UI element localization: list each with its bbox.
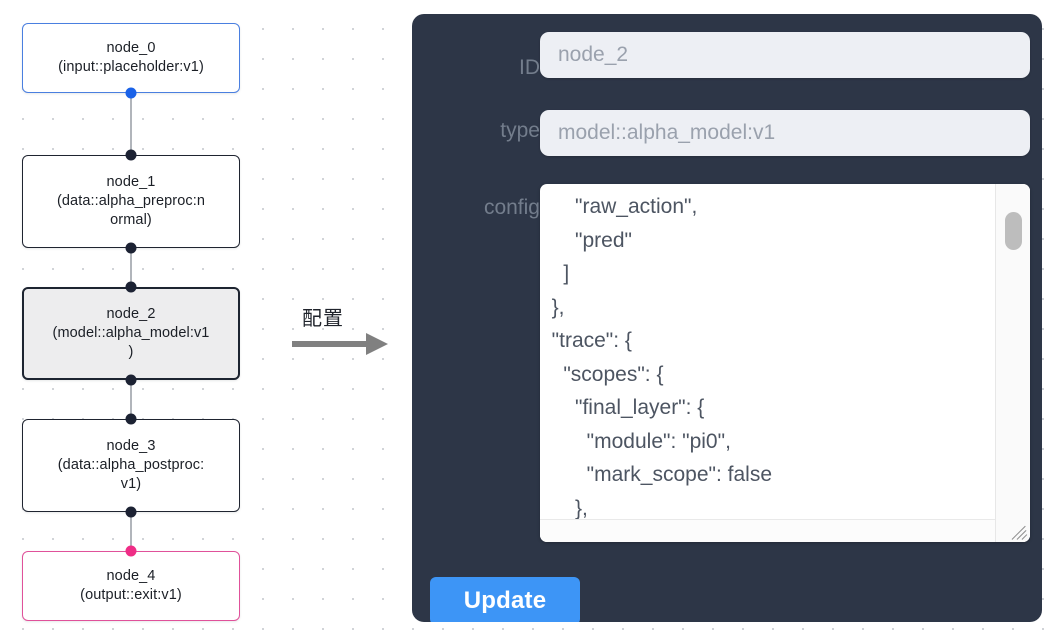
graph-node-node_2[interactable]: node_2 (model::alpha_model:v1 ) <box>22 287 240 380</box>
node-handle-node_3-target[interactable] <box>125 413 137 425</box>
id-field-label: ID <box>519 56 540 79</box>
graph-node-label: node_0 (input::placeholder:v1) <box>58 40 204 75</box>
node-handle-node_2-source[interactable] <box>125 374 137 386</box>
config-textarea[interactable]: "raw_action", "pred" ] }, "trace": { "sc… <box>540 184 1030 542</box>
node-handle-node_0-source[interactable] <box>125 87 137 99</box>
node-handle-node_2-target[interactable] <box>125 281 137 293</box>
config-panel: ID node_2 type model::alpha_model:v1 con… <box>412 14 1042 622</box>
node-handle-node_3-source[interactable] <box>125 506 137 518</box>
config-scrollbar-thumb[interactable] <box>1005 212 1022 250</box>
annotation-label: 配置 <box>302 306 344 330</box>
id-input[interactable]: node_2 <box>540 32 1030 78</box>
config-field-label: config <box>483 196 540 219</box>
edge-node1-node2 <box>130 248 132 287</box>
right-arrow-icon <box>292 333 388 355</box>
textarea-bottom-bar <box>540 519 1030 542</box>
node-handle-node_4-target[interactable] <box>125 545 137 557</box>
config-textarea-content: "raw_action", "pred" ] }, "trace": { "sc… <box>551 195 772 542</box>
type-input[interactable]: model::alpha_model:v1 <box>540 110 1030 156</box>
graph-node-label: node_2 (model::alpha_model:v1 ) <box>52 306 210 360</box>
edge-node2-node3 <box>130 380 132 419</box>
edge-node3-node4 <box>130 512 132 551</box>
graph-node-node_3[interactable]: node_3 (data::alpha_postproc: v1) <box>22 419 240 512</box>
graph-node-node_1[interactable]: node_1 (data::alpha_preproc:n ormal) <box>22 155 240 248</box>
graph-node-node_4[interactable]: node_4 (output::exit:v1) <box>22 551 240 621</box>
edge-node0-node1 <box>130 93 132 155</box>
graph-node-label: node_3 (data::alpha_postproc: v1) <box>57 438 205 492</box>
update-button[interactable]: Update <box>430 577 580 622</box>
textarea-resize-handle[interactable] <box>1011 524 1028 541</box>
node-handle-node_1-target[interactable] <box>125 149 137 161</box>
graph-node-node_0[interactable]: node_0 (input::placeholder:v1) <box>22 23 240 93</box>
type-field-label: type <box>500 119 540 142</box>
graph-node-label: node_1 (data::alpha_preproc:n ormal) <box>56 174 206 228</box>
config-scrollbar[interactable] <box>995 184 1030 542</box>
node-handle-node_1-source[interactable] <box>125 242 137 254</box>
graph-node-label: node_4 (output::exit:v1) <box>80 568 182 603</box>
